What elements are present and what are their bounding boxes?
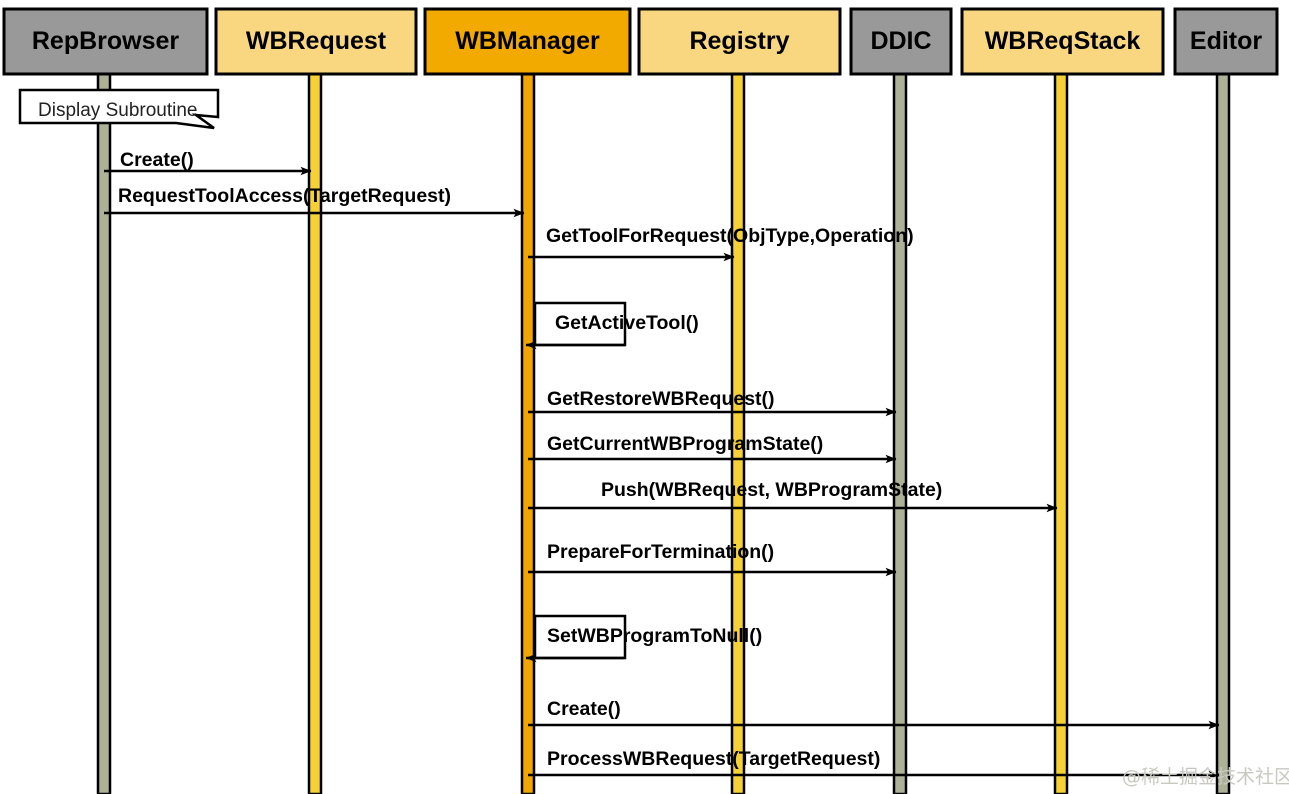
- lifeline-bar: [307, 72, 323, 794]
- header-label: Editor: [1190, 27, 1262, 55]
- message-label: RequestToolAccess(TargetRequest): [118, 185, 451, 207]
- lifeline-wbreqstack: [1053, 72, 1069, 794]
- header-label: RepBrowser: [32, 27, 180, 55]
- message-label: Create(): [120, 149, 194, 171]
- message-label: GetCurrentWBProgramState(): [547, 433, 823, 455]
- lifeline-bar: [96, 72, 112, 794]
- message-gettoolforrequest-objtype-operation: GetToolForRequest(ObjType,Operation): [528, 225, 914, 262]
- message-label: ProcessWBRequest(TargetRequest): [547, 748, 880, 770]
- message-getrestorewbrequest: GetRestoreWBRequest(): [528, 388, 897, 417]
- message-label: GetActiveTool(): [555, 312, 699, 334]
- header-box[interactable]: [1173, 7, 1279, 76]
- lifeline-header-ddic[interactable]: DDIC: [849, 7, 953, 76]
- header-box[interactable]: [637, 7, 842, 76]
- message-create: Create(): [528, 698, 1220, 730]
- lifeline-bar: [520, 72, 536, 794]
- message-getcurrentwbprogramstate: GetCurrentWBProgramState(): [528, 433, 897, 464]
- message-requesttoolaccess-targetrequest: RequestToolAccess(TargetRequest): [104, 185, 525, 218]
- messages-layer: Create() RequestToolAccess(TargetRequest)…: [104, 149, 1220, 780]
- message-label: GetRestoreWBRequest(): [547, 388, 775, 410]
- header-label: WBRequest: [246, 27, 387, 55]
- header-box[interactable]: [849, 7, 953, 76]
- lifeline-bar: [1053, 72, 1069, 794]
- lifeline-header-wbmanager[interactable]: WBManager: [423, 7, 632, 76]
- lifeline-header-editor[interactable]: Editor: [1173, 7, 1279, 76]
- note-layer: Display Subroutine: [18, 88, 220, 130]
- lifeline-wbmanager: [520, 72, 536, 794]
- lifeline-repbrowser: [96, 72, 112, 794]
- lifeline-wbrequest: [307, 72, 323, 794]
- message-label: PrepareForTermination(): [547, 541, 774, 563]
- header-box[interactable]: [960, 7, 1165, 76]
- lifeline-header-registry[interactable]: Registry: [637, 7, 842, 76]
- headers-layer: RepBrowser WBRequest WBManager Registry DDIC…: [2, 7, 1279, 76]
- watermark-text: @稀土掘金技术社区: [1122, 766, 1289, 788]
- lifeline-ddic: [892, 72, 908, 794]
- message-getactivetool: GetActiveTool(): [525, 301, 699, 350]
- note-text: Display Subroutine: [38, 100, 197, 121]
- lifeline-editor: [1215, 72, 1231, 794]
- lifeline-header-wbrequest[interactable]: WBRequest: [214, 7, 418, 76]
- message-preparefortermination: PrepareForTermination(): [528, 541, 897, 577]
- header-box[interactable]: [214, 7, 418, 76]
- note-display-subroutine: Display Subroutine: [18, 88, 220, 130]
- header-box[interactable]: [423, 7, 632, 76]
- lifeline-header-repbrowser[interactable]: RepBrowser: [2, 7, 209, 76]
- lifeline-bar: [1215, 72, 1231, 794]
- message-processwbrequest-targetrequest: ProcessWBRequest(TargetRequest): [528, 748, 1220, 780]
- message-label: GetToolForRequest(ObjType,Operation): [546, 225, 914, 247]
- note-shape: [18, 88, 220, 130]
- message-label: SetWBProgramToNull(): [547, 625, 762, 647]
- header-box[interactable]: [2, 7, 209, 76]
- header-label: WBManager: [455, 27, 600, 55]
- message-setwbprogramtonull: SetWBProgramToNull(): [525, 614, 762, 663]
- lifeline-bar: [892, 72, 908, 794]
- header-label: WBReqStack: [985, 27, 1141, 55]
- message-push-wbrequest-wbprogramstate: Push(WBRequest, WBProgramState): [528, 479, 1058, 513]
- message-create: Create(): [104, 149, 312, 176]
- message-label: Create(): [547, 698, 621, 720]
- lifeline-header-wbreqstack[interactable]: WBReqStack: [960, 7, 1165, 76]
- header-label: DDIC: [870, 27, 931, 55]
- watermark-layer: @稀土掘金技术社区: [1122, 766, 1289, 788]
- header-label: Registry: [689, 27, 789, 55]
- message-label: Push(WBRequest, WBProgramState): [601, 479, 942, 501]
